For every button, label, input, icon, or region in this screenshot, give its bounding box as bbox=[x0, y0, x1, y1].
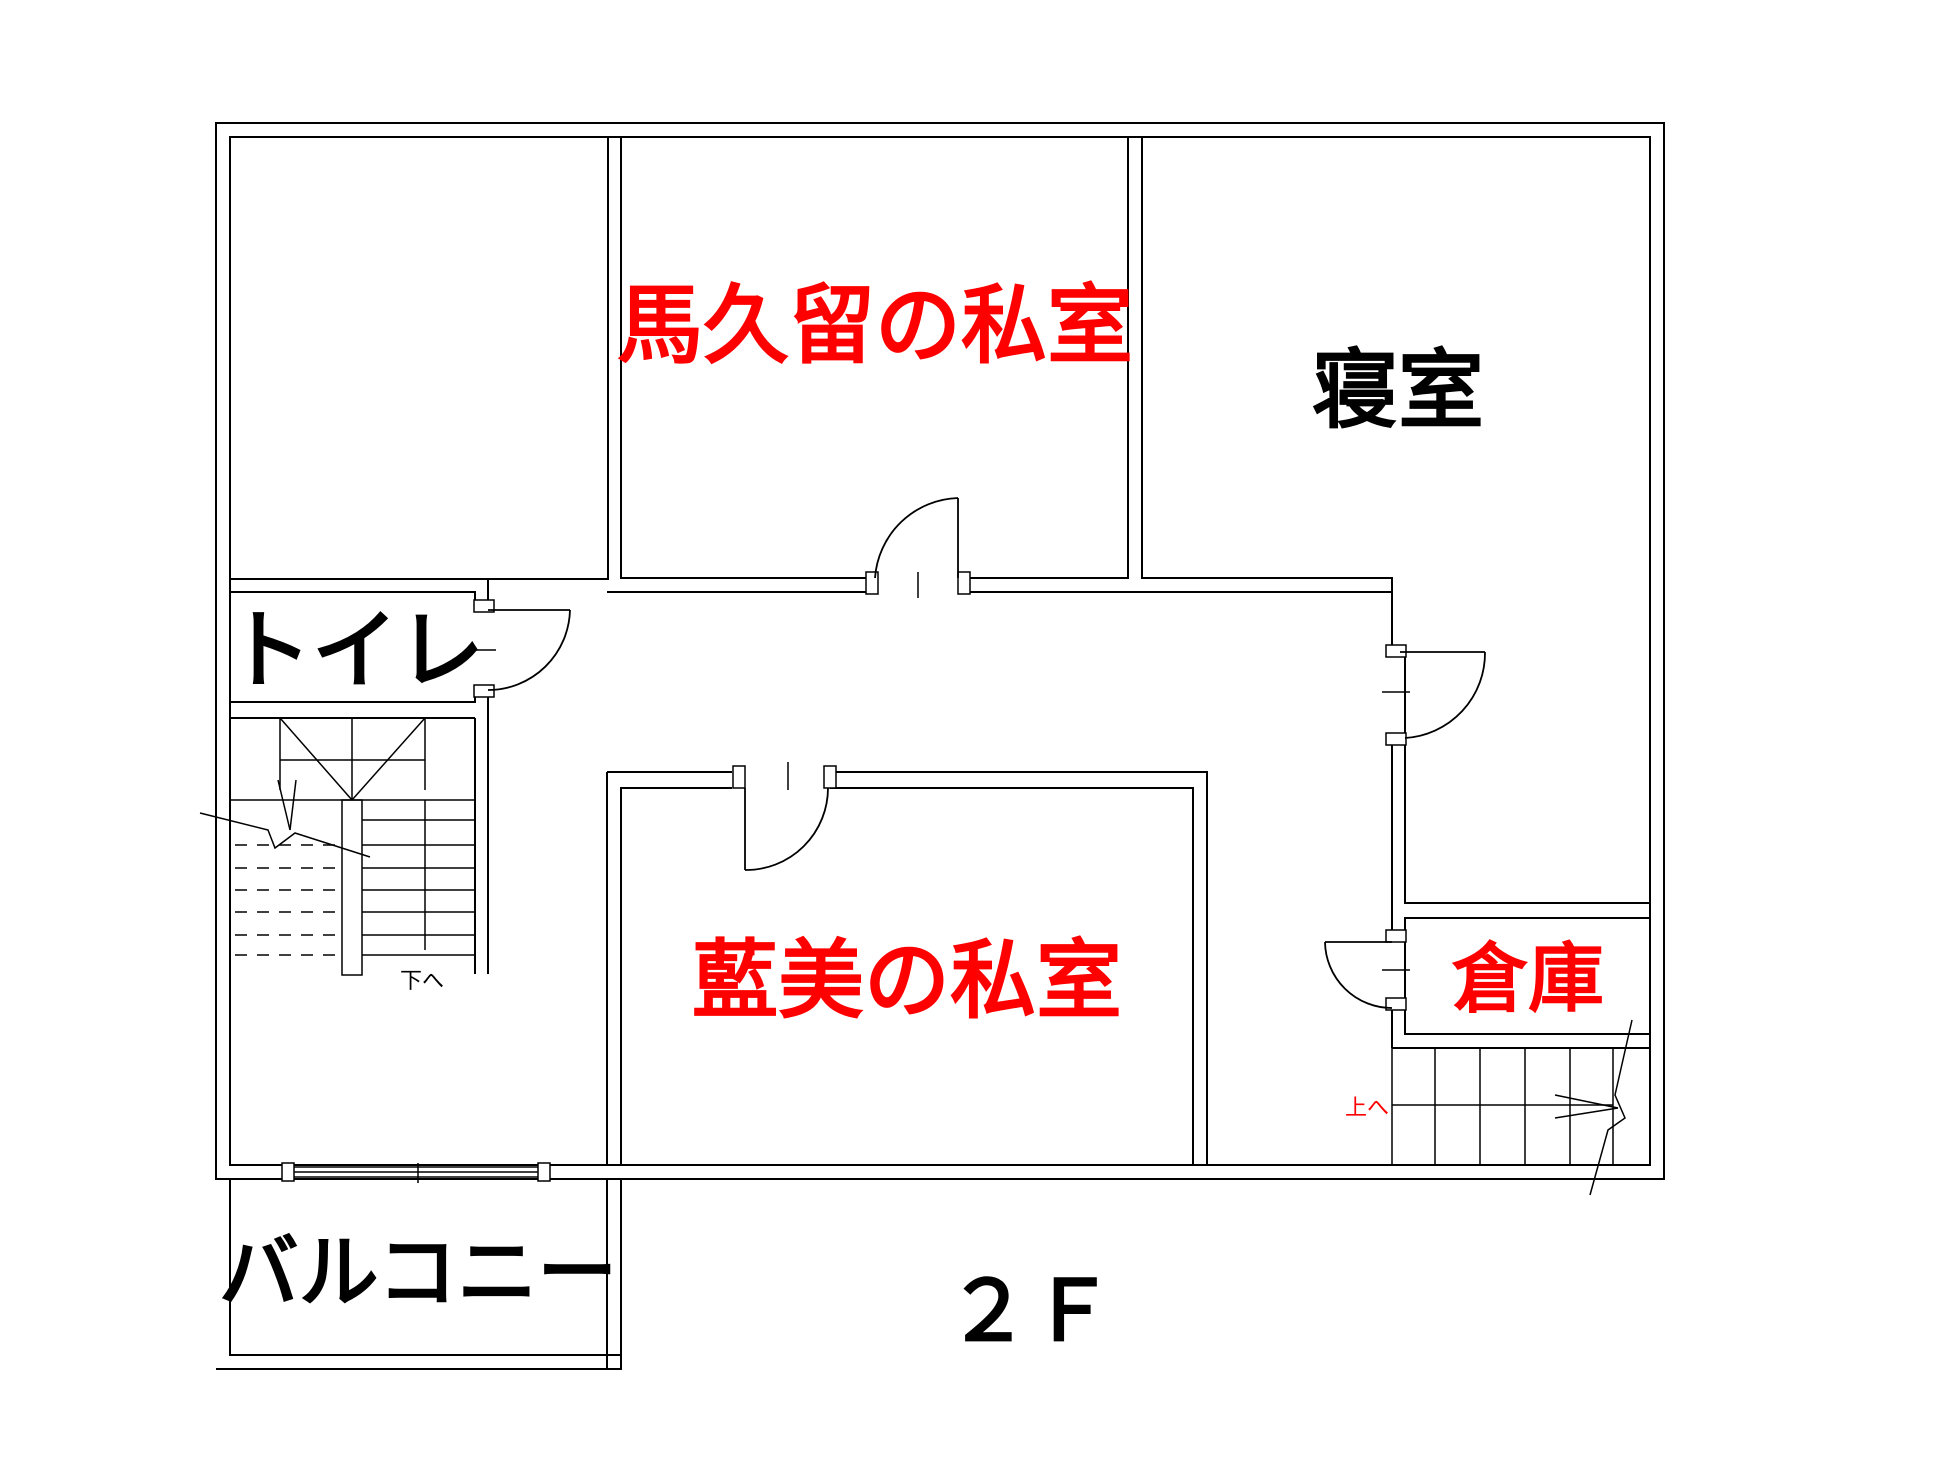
room-label-bedroom: 寝室 bbox=[1312, 341, 1484, 441]
door-makuru[interactable] bbox=[865, 497, 971, 598]
floor-label: ２Ｆ bbox=[946, 1262, 1114, 1360]
door-storage[interactable] bbox=[1324, 929, 1410, 1011]
room-makuru bbox=[620, 136, 1129, 579]
room-label-aimi: 藍美の私室 bbox=[692, 931, 1122, 1031]
door-bedroom[interactable] bbox=[1382, 644, 1486, 746]
room-aimi bbox=[606, 771, 1208, 1165]
room-northwest bbox=[229, 136, 609, 580]
stairs-left bbox=[199, 717, 475, 976]
room-bedroom bbox=[1141, 136, 1651, 904]
balcony bbox=[216, 1179, 622, 1370]
door-toilet[interactable] bbox=[470, 599, 571, 698]
stairs-down-label: 下へ bbox=[400, 969, 444, 994]
balcony-window bbox=[281, 1162, 551, 1183]
room-label-makuru: 馬久留の私室 bbox=[617, 276, 1133, 376]
corridor-walls bbox=[607, 591, 1393, 1040]
stairs-up-label: 上へ bbox=[1345, 1096, 1389, 1121]
lower-wall bbox=[230, 1164, 1664, 1180]
room-label-storage: 倉庫 bbox=[1451, 934, 1604, 1023]
stairs-right bbox=[1391, 1019, 1633, 1196]
room-label-toilet: トイレ bbox=[226, 601, 484, 701]
room-label-balcony: バルコニー bbox=[219, 1226, 617, 1319]
door-aimi[interactable] bbox=[732, 762, 837, 871]
